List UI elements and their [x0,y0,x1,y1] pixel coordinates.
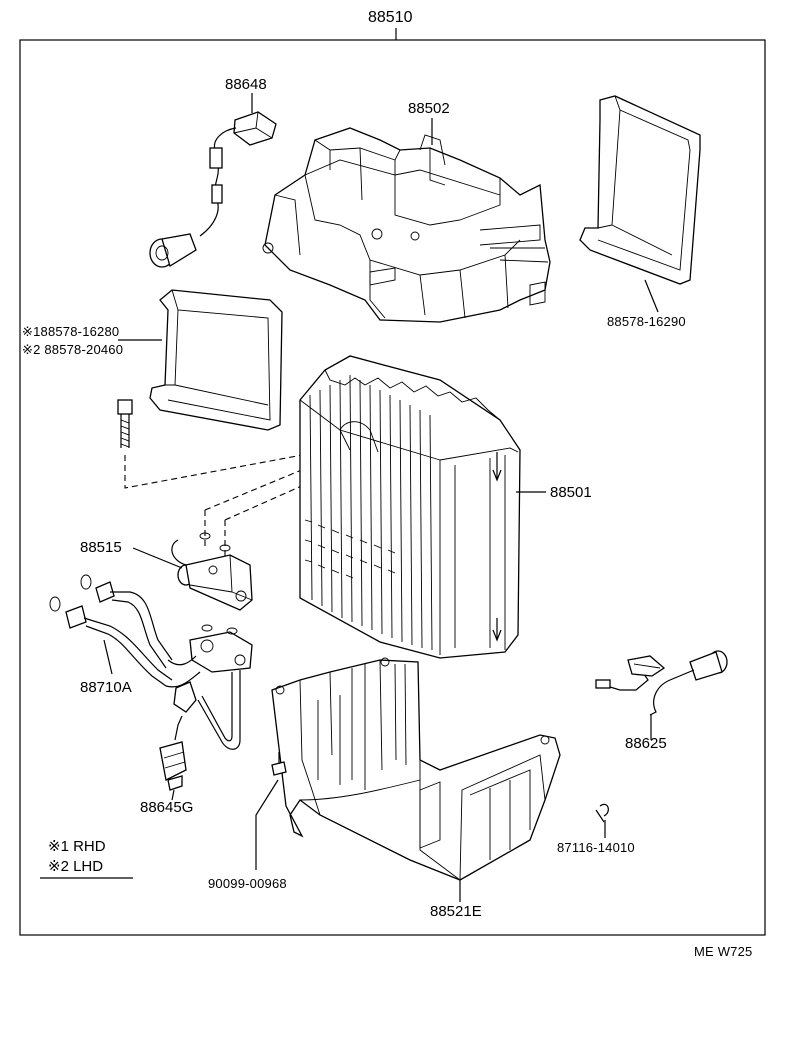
leader-88645G [171,789,175,801]
label-88648: 88648 [225,76,267,93]
label-90099-00968: 90099-00968 [208,876,287,891]
evaporator-88501 [299,355,521,659]
legend-lhd: ※2 LHD [48,858,104,875]
label-88625: 88625 [625,735,667,752]
label-88521E: 88521E [430,903,482,920]
leader-88710A [103,639,113,675]
clip-87116-14010 [595,803,609,823]
legend-rhd: ※1 RHD [48,838,106,855]
dashed-guide-bolt [124,439,346,489]
dashed-guide-valve [204,449,361,556]
thermistor-88625 [595,650,728,716]
label-88515: 88515 [80,539,122,556]
leader-88515 [132,547,183,569]
label-88502: 88502 [408,100,450,117]
screw-90099-00968 [271,752,287,776]
diagram-code: ME W725 [694,944,753,959]
seal-88578-16280 [149,289,283,431]
label-88578-16290: 88578-16290 [607,314,686,329]
label-88578-20460: ※2 88578-20460 [22,342,124,357]
label-88510: 88510 [368,9,413,26]
leader-90099-00968 [255,779,279,870]
pressure-switch-88645G [159,715,187,791]
label-88645G: 88645G [140,799,194,816]
label-87116-14010: 87116-14010 [557,840,635,855]
label-88578-16280: ※188578-16280 [22,324,120,339]
lower-case-88521E [271,657,561,881]
expansion-valve-88515 [171,539,253,611]
pipe-88710A [49,574,253,750]
label-88501: 88501 [550,484,592,501]
thermistor-88648 [149,111,277,268]
assembly-frame [19,39,766,936]
upper-case-88502 [262,127,551,323]
seal-88578-16290 [579,95,701,285]
label-88710A: 88710A [80,679,132,696]
leader-88578-16290 [644,279,659,313]
bolt [117,399,133,448]
